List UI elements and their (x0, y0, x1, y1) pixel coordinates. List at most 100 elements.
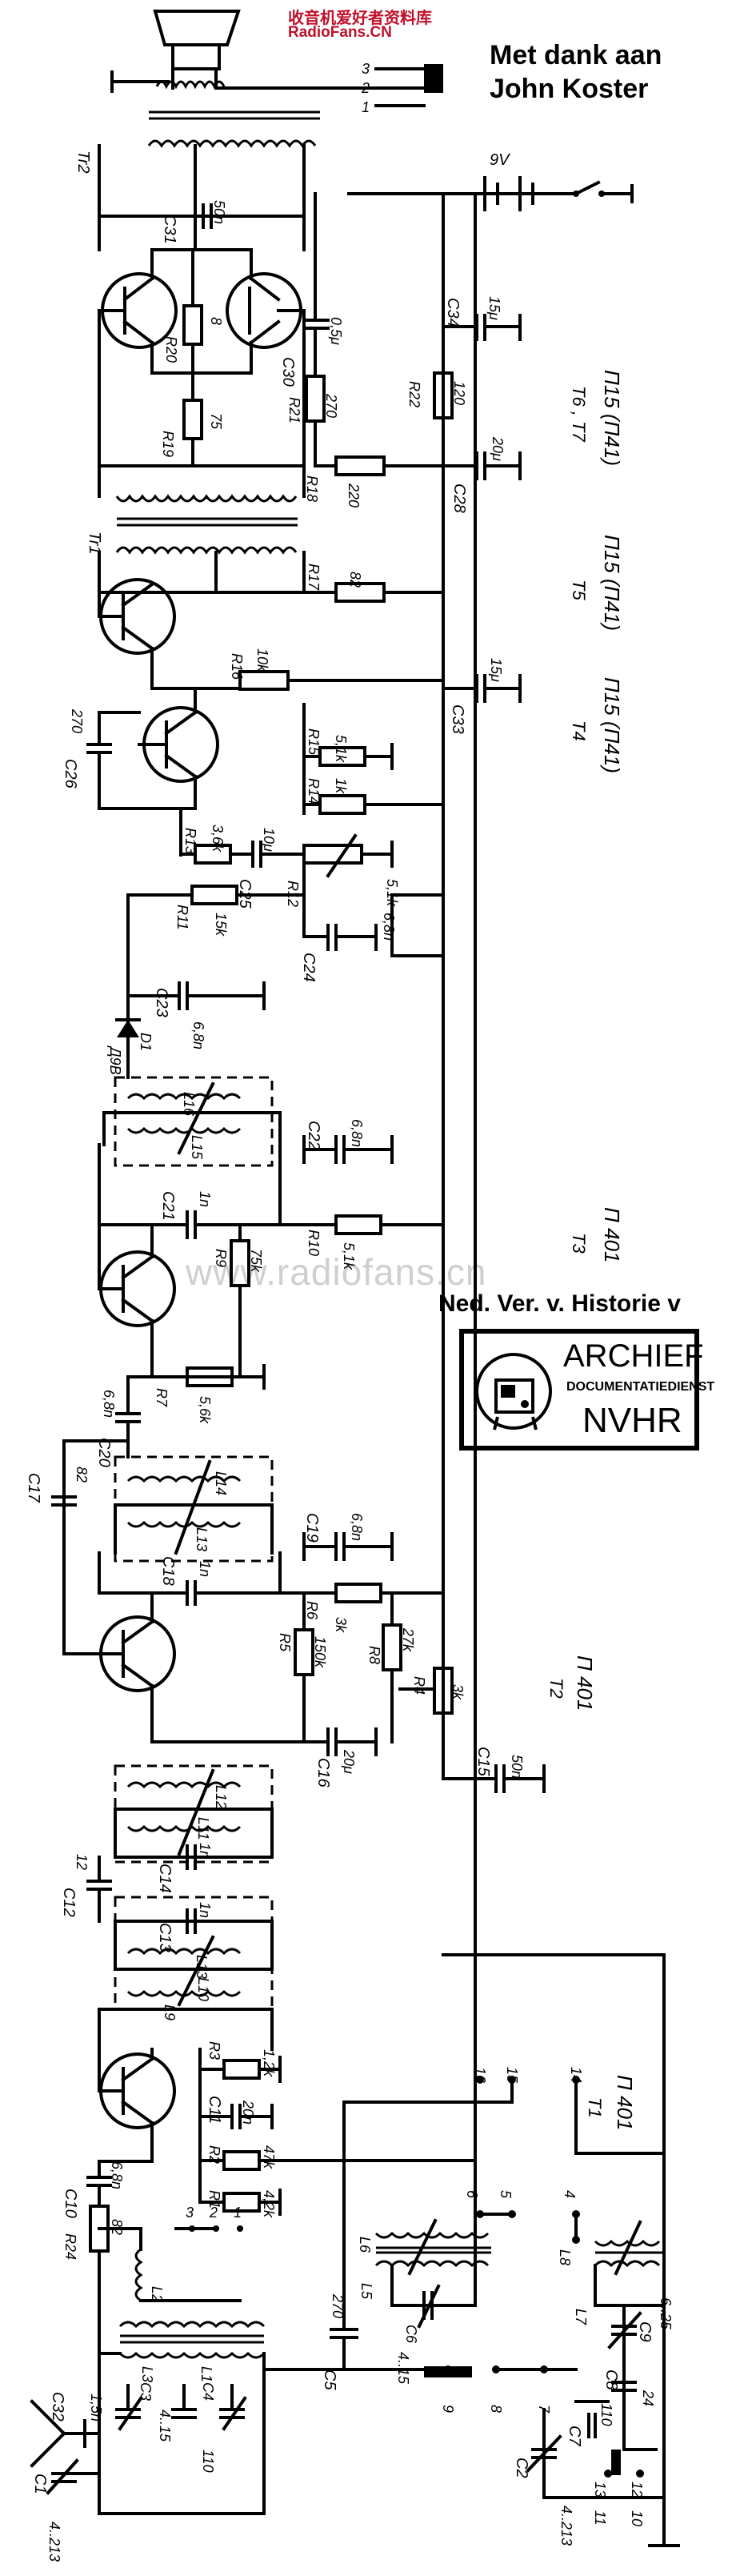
c28-label: C28 (450, 484, 468, 513)
speaker: 3 2 1 (110, 10, 443, 115)
l8-label: L8 (557, 2249, 573, 2265)
c11-label: C11 (206, 2096, 223, 2124)
l14-label: L14 (213, 1471, 229, 1495)
if-transformer-l9-l10: C13 1n L13 L10 L9 (98, 1896, 274, 2051)
r5-value: 150k (312, 1636, 328, 1668)
tuning-caps-c3-c4-c1: C3 4..15 C4 110 C1 4..213 (31, 2382, 247, 2562)
c33: C33 15μ (442, 658, 522, 734)
archive-stamp: ARCHIEF DOCUMENTATIEDIENST NVHR (459, 1329, 714, 1451)
c19-label: C19 (303, 1513, 321, 1543)
r8-value: 27k (400, 1627, 416, 1652)
archive-radio-icon (475, 1353, 552, 1430)
r1-value: 4,2k (261, 2190, 277, 2218)
r14-value: 1k (333, 778, 349, 794)
transistor-t7 (226, 272, 306, 349)
r6-value: 3k (333, 1617, 349, 1633)
r16-value: 10k (254, 648, 270, 672)
c12-value: 12 (74, 1854, 90, 1870)
l2-pin-3: 3 (186, 2205, 194, 2221)
r3-c11-r2-r1: R3 1,2k C11 20n R2 47k R1 4,2k (198, 2041, 477, 2218)
r6-label: R6 (304, 1601, 320, 1620)
l12-label: L12 (213, 1785, 229, 1809)
c15-value: 50n (509, 1755, 525, 1779)
transistor-type-labels: П15 (П41) T6 , T7 П15 (П41) T5 П15 (П41)… (546, 370, 637, 2130)
r9: R9 75k (213, 1223, 264, 1378)
l3-label: L3 (139, 2366, 155, 2382)
c16-value: 20μ (341, 1749, 357, 1774)
transistor-t6 (98, 272, 178, 349)
c8-value: 24 (640, 2389, 656, 2406)
c30-value: 0,5μ (328, 317, 344, 345)
c2-label: C2 (513, 2458, 530, 2478)
c5-value: 270 (330, 2293, 346, 2318)
c34-value: 15μ (486, 296, 502, 320)
tr4-type: П15 (П41) (600, 677, 624, 773)
r14-label: R14 (306, 778, 322, 804)
r18-label: R18 (304, 475, 320, 502)
if-transformer-l13-l14: L14 L13 C17 82 (25, 1439, 274, 1603)
transistor-t4 (138, 687, 242, 810)
sw-pin-4: 4 (562, 2190, 578, 2198)
c22: C22 6,8n (302, 1119, 394, 1164)
r12-value: 5,1k (384, 879, 400, 907)
c32-value: 1,5n (88, 2393, 104, 2422)
c13-label: C13 (156, 1923, 174, 1952)
r4-label: R4 (411, 1676, 427, 1695)
r12-volume: R12 5,1k (285, 833, 400, 907)
tr1-label: Tr1 (86, 532, 103, 555)
c1-value: 4..213 (46, 2522, 62, 2562)
stamp-title: ARCHIEF (563, 1338, 704, 1374)
c7-value: 110 (598, 2403, 614, 2426)
transistor-t5 (98, 578, 176, 690)
sw-pin-14: 14 (568, 2067, 584, 2083)
tr4-ref: T4 (569, 720, 589, 741)
r5-label: R5 (277, 1633, 293, 1652)
r17: R17 82 (302, 564, 445, 603)
sw-pin-5: 5 (498, 2190, 514, 2199)
switch-bottom: 9 8 7 C2 4..213 (262, 2365, 666, 2546)
c1-label: C1 (31, 2474, 49, 2494)
c4-value: 110 (200, 2450, 216, 2473)
sw-pin-9: 9 (440, 2405, 456, 2413)
l2-pin-1: 1 (234, 2205, 242, 2221)
c10-label: C10 (62, 2189, 79, 2218)
driver-transformer-tr1: Tr1 (86, 494, 306, 594)
transistor-t1 (98, 2048, 176, 2163)
r7-label: R7 (154, 1388, 170, 1407)
l15-label: L15 (189, 1135, 205, 1160)
output-transformer-tr2: Tr2 C31 50n (74, 80, 320, 251)
c14-value: 1n (197, 1843, 213, 1859)
tr67-ref: T6 , T7 (569, 386, 589, 442)
c28-value: 20μ (490, 436, 506, 461)
r10-label: R10 (306, 1230, 322, 1256)
switch-mid-l5-l6: 6 5 4 L6 L5 C6 4..15 (357, 2190, 580, 2385)
c17-value: 82 (74, 1467, 90, 1483)
r4-value: 3k (450, 1684, 466, 1700)
tr3-type: П 401 (600, 1207, 624, 1262)
sw-pin-12: 12 (629, 2482, 645, 2498)
c20-label: C20 (95, 1438, 113, 1467)
c22-value: 6,8n (349, 1119, 365, 1147)
c18-c19-r6: C18 1n C19 6,8n R6 3k (98, 1513, 445, 1633)
c8-label: C8 (602, 2369, 620, 2390)
c5: C5 270 (321, 2293, 358, 2390)
c21-value: 1n (197, 1191, 213, 1207)
c21-label: C21 (159, 1191, 177, 1221)
r13-value: 3,6k (210, 825, 226, 853)
sw-pin-13: 13 (592, 2482, 608, 2498)
c34-label: C34 (444, 298, 462, 327)
c6-label: C6 (403, 2325, 419, 2344)
switch-top: 16 15 14 (342, 2067, 666, 2299)
r16-label: R16 (229, 653, 245, 680)
r3-label: R3 (206, 2041, 222, 2060)
r20-value: 8 (208, 317, 224, 325)
c30-label: C30 (279, 357, 297, 387)
r10-value: 5,1k (341, 1242, 357, 1270)
r15-value: 5,1k (333, 735, 349, 763)
c18-label: C18 (159, 1556, 177, 1586)
c19-value: 6,8n (349, 1513, 365, 1541)
r7-c20: R7 5,6k C20 6,8n (95, 1364, 266, 1467)
tr67-type: П15 (П41) (600, 370, 624, 466)
transistor-t3 (98, 1223, 176, 1378)
